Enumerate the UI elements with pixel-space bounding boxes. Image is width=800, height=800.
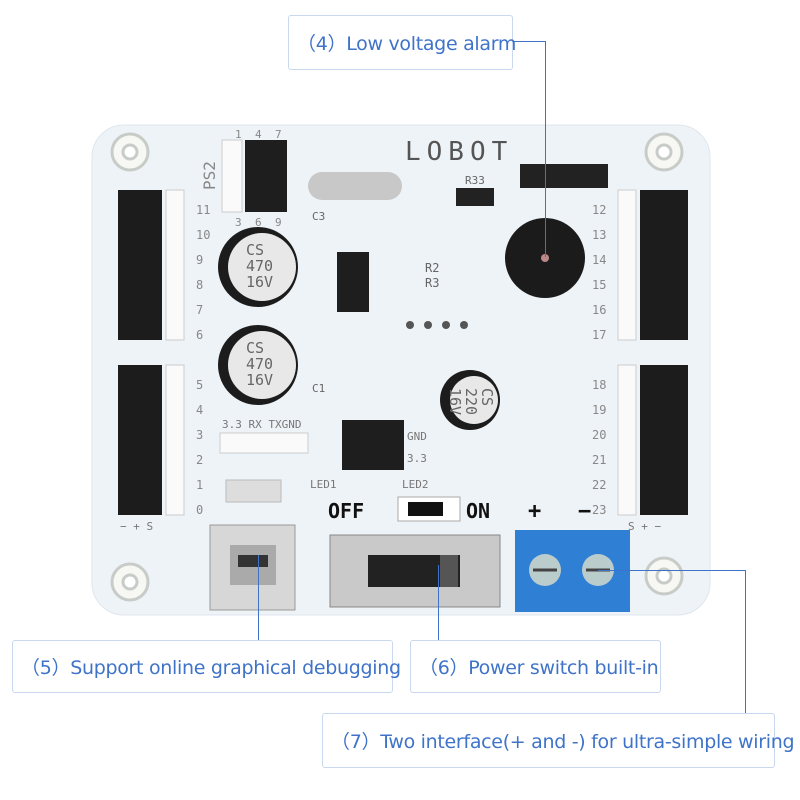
right-pin-number: 21 <box>592 453 606 467</box>
left-pin-number: 5 <box>196 378 203 392</box>
ps2-pin-number: 9 <box>275 216 282 229</box>
power-switch <box>329 534 501 608</box>
ps2-pin-number: 3 <box>235 216 242 229</box>
right-pin-number: 19 <box>592 403 606 417</box>
servo-header-right <box>640 365 688 515</box>
servo-header-right <box>640 190 688 340</box>
left-pin-number: 6 <box>196 328 203 342</box>
gnd-label: GND <box>407 430 427 443</box>
ps2-pin-number: 4 <box>255 128 262 141</box>
ps2-pin-number: 6 <box>255 216 262 229</box>
connector-top <box>520 164 608 188</box>
right-pin-number: 22 <box>592 478 606 492</box>
right-pin-axis-label: S + − <box>628 520 661 533</box>
callout-online-debugging: （5）Support online graphical debugging <box>12 640 401 693</box>
callout-6-line <box>438 565 439 641</box>
left-pin-number: 1 <box>196 478 203 492</box>
voltage-regulator <box>337 252 369 312</box>
callout-low-voltage-alarm: （4）Low voltage alarm <box>288 15 516 70</box>
callout-7-line-vertical <box>745 570 746 714</box>
right-pin-number: 18 <box>592 378 606 392</box>
left-pin-number: 0 <box>196 503 203 517</box>
r33 <box>456 188 494 206</box>
right-pin-number: 20 <box>592 428 606 442</box>
right-pin-number: 14 <box>592 253 606 267</box>
ps2-pin-number: 1 <box>235 128 242 141</box>
uart-header <box>219 432 309 454</box>
left-pin-number: 4 <box>196 403 203 417</box>
capacitor-marking: CS <box>246 241 264 259</box>
ps2-label: PS2 <box>200 161 219 190</box>
left-pin-number: 2 <box>196 453 203 467</box>
callout-two-interface-wiring: （7）Two interface(+ and -) for ultra-simp… <box>322 713 795 768</box>
r33-label: R33 <box>465 174 485 187</box>
callout-5-line <box>258 555 259 641</box>
left-pin-number: 9 <box>196 253 203 267</box>
minus-label: − <box>578 499 591 524</box>
buzzer <box>505 218 585 298</box>
c1-label: C1 <box>312 382 325 395</box>
left-pin-axis-label: − + S <box>120 520 153 533</box>
capacitor-marking: 16V <box>246 371 273 389</box>
left-pin-number: 3 <box>196 428 203 442</box>
left-pin-number: 7 <box>196 303 203 317</box>
capacitor-marking: 16V <box>446 388 464 415</box>
left-pin-number: 10 <box>196 228 210 242</box>
left-pin-number: 8 <box>196 278 203 292</box>
callout-4-line-vertical <box>545 41 546 257</box>
board-logo: LOBOT <box>405 137 513 167</box>
servo-header-left <box>118 190 162 340</box>
left-pin-number: 11 <box>196 203 210 217</box>
ps2-pin-number: 7 <box>275 128 282 141</box>
power-select-header <box>342 420 404 470</box>
on-label: ON <box>466 499 490 523</box>
c3-label: C3 <box>312 210 325 223</box>
capacitor-marking: 16V <box>246 273 273 291</box>
led2-label: LED2 <box>402 478 429 491</box>
capacitor-marking: 470 <box>246 355 273 373</box>
right-pin-number: 17 <box>592 328 606 342</box>
callout-7-line <box>598 570 746 571</box>
led1-label: LED1 <box>310 478 337 491</box>
reset-button <box>225 479 282 503</box>
screw-terminal-block <box>515 530 630 612</box>
ps2-header <box>245 140 287 212</box>
capacitor-marking: CS <box>246 339 264 357</box>
v33-label: 3.3 <box>407 452 427 465</box>
right-pin-number: 13 <box>592 228 606 242</box>
mounting-holes <box>110 132 684 602</box>
plus-label: + <box>528 499 541 524</box>
r2-label: R2 <box>425 261 439 275</box>
mini-usb-port <box>209 524 296 611</box>
servo-header-left <box>118 365 162 515</box>
uart-label: 3.3 RX TXGND <box>222 418 301 431</box>
crystal <box>308 172 402 200</box>
right-pin-number: 23 <box>592 503 606 517</box>
r3-label: R3 <box>425 276 439 290</box>
capacitor-marking: 470 <box>246 257 273 275</box>
right-pin-number: 16 <box>592 303 606 317</box>
capacitor-marking: 220 <box>462 388 480 415</box>
callout-4-line <box>513 41 546 42</box>
capacitor-marking: CS <box>478 388 496 406</box>
callout-power-switch: （6）Power switch built-in <box>410 640 661 693</box>
right-pin-number: 15 <box>592 278 606 292</box>
right-pin-number: 12 <box>592 203 606 217</box>
off-label: OFF <box>328 499 364 523</box>
